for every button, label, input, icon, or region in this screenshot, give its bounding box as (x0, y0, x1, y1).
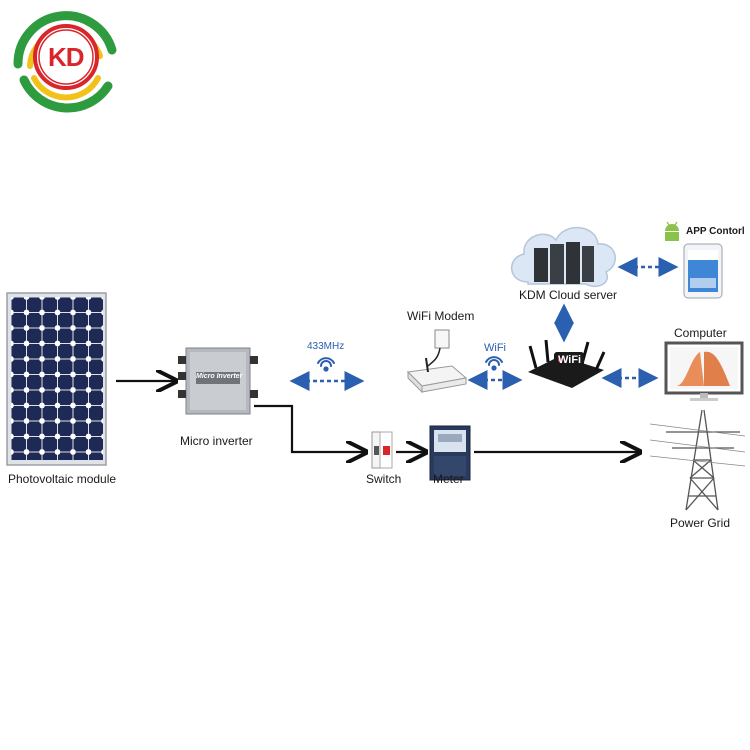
app-control-label: APP Contorl (686, 226, 745, 237)
pv-panel-image (6, 292, 107, 466)
router-device-text: WiFi (558, 354, 582, 366)
power-grid-label: Power Grid (670, 516, 731, 530)
micro-inverter-label: Micro inverter (180, 434, 253, 448)
rf-link-label: 433MHz (307, 341, 345, 352)
data-links (289, 257, 679, 391)
wifi-modem-image (406, 329, 468, 394)
power-flow-lines (116, 381, 640, 452)
pv-module-label: Photovoltaic module (8, 472, 117, 486)
android-icon (665, 221, 679, 241)
router-image (528, 339, 606, 388)
wifi-signal-icon (485, 356, 503, 371)
meter-image (429, 425, 471, 481)
inverter-device-text: Micro Inverter (196, 373, 243, 380)
kd-logo (13, 11, 117, 113)
logo-text: KD (48, 42, 85, 72)
wifi-modem-label: WiFi Modem (407, 309, 475, 323)
computer-image (664, 341, 744, 401)
cloud-server-image (511, 226, 616, 288)
power-grid-image (649, 409, 746, 511)
phone-image (683, 243, 723, 299)
meter-label: Meter (433, 472, 464, 486)
inverter-to-switch-arrow (254, 404, 366, 452)
wifi-link-label: WiFi (484, 342, 506, 354)
switch-label: Switch (366, 472, 402, 486)
cloud-server-label: KDM Cloud server (519, 288, 618, 302)
computer-label: Computer (674, 326, 727, 340)
switch-image (371, 431, 393, 469)
wifi-signal-icon (317, 357, 335, 372)
micro-inverter-image (178, 347, 258, 415)
